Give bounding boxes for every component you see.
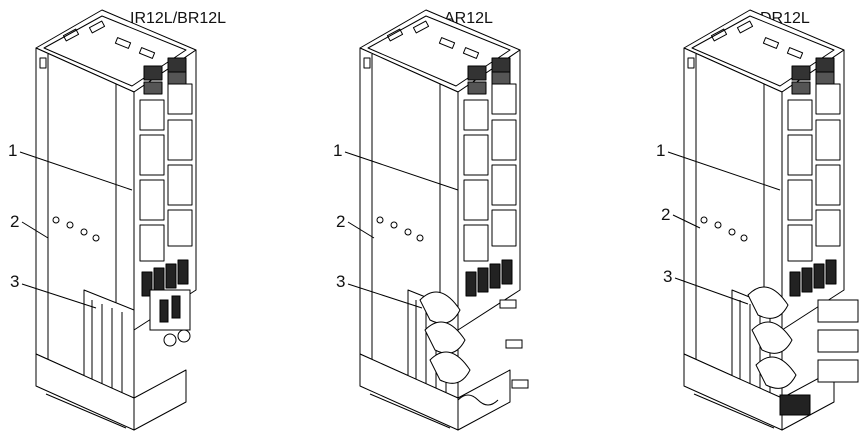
callout-unit2-1: 1 (333, 141, 343, 160)
title-unit1: IR12L/BR12L (130, 10, 227, 27)
callout-unit2-2: 2 (336, 212, 346, 231)
callout-unit1-3: 3 (10, 272, 20, 291)
leader-lines (19, 151, 781, 309)
callout-unit3-1: 1 (656, 141, 666, 160)
callout-unit3-3: 3 (663, 267, 673, 286)
callout-unit1-2: 2 (10, 212, 20, 231)
callout-unit2-3: 3 (336, 272, 346, 291)
callout-unit1-1: 1 (8, 141, 18, 160)
module-drawing-unit1 (35, 9, 197, 431)
module-drawing-unit3 (683, 9, 859, 431)
callout-unit3-2: 2 (661, 205, 671, 224)
module-drawing-unit2 (359, 9, 529, 431)
